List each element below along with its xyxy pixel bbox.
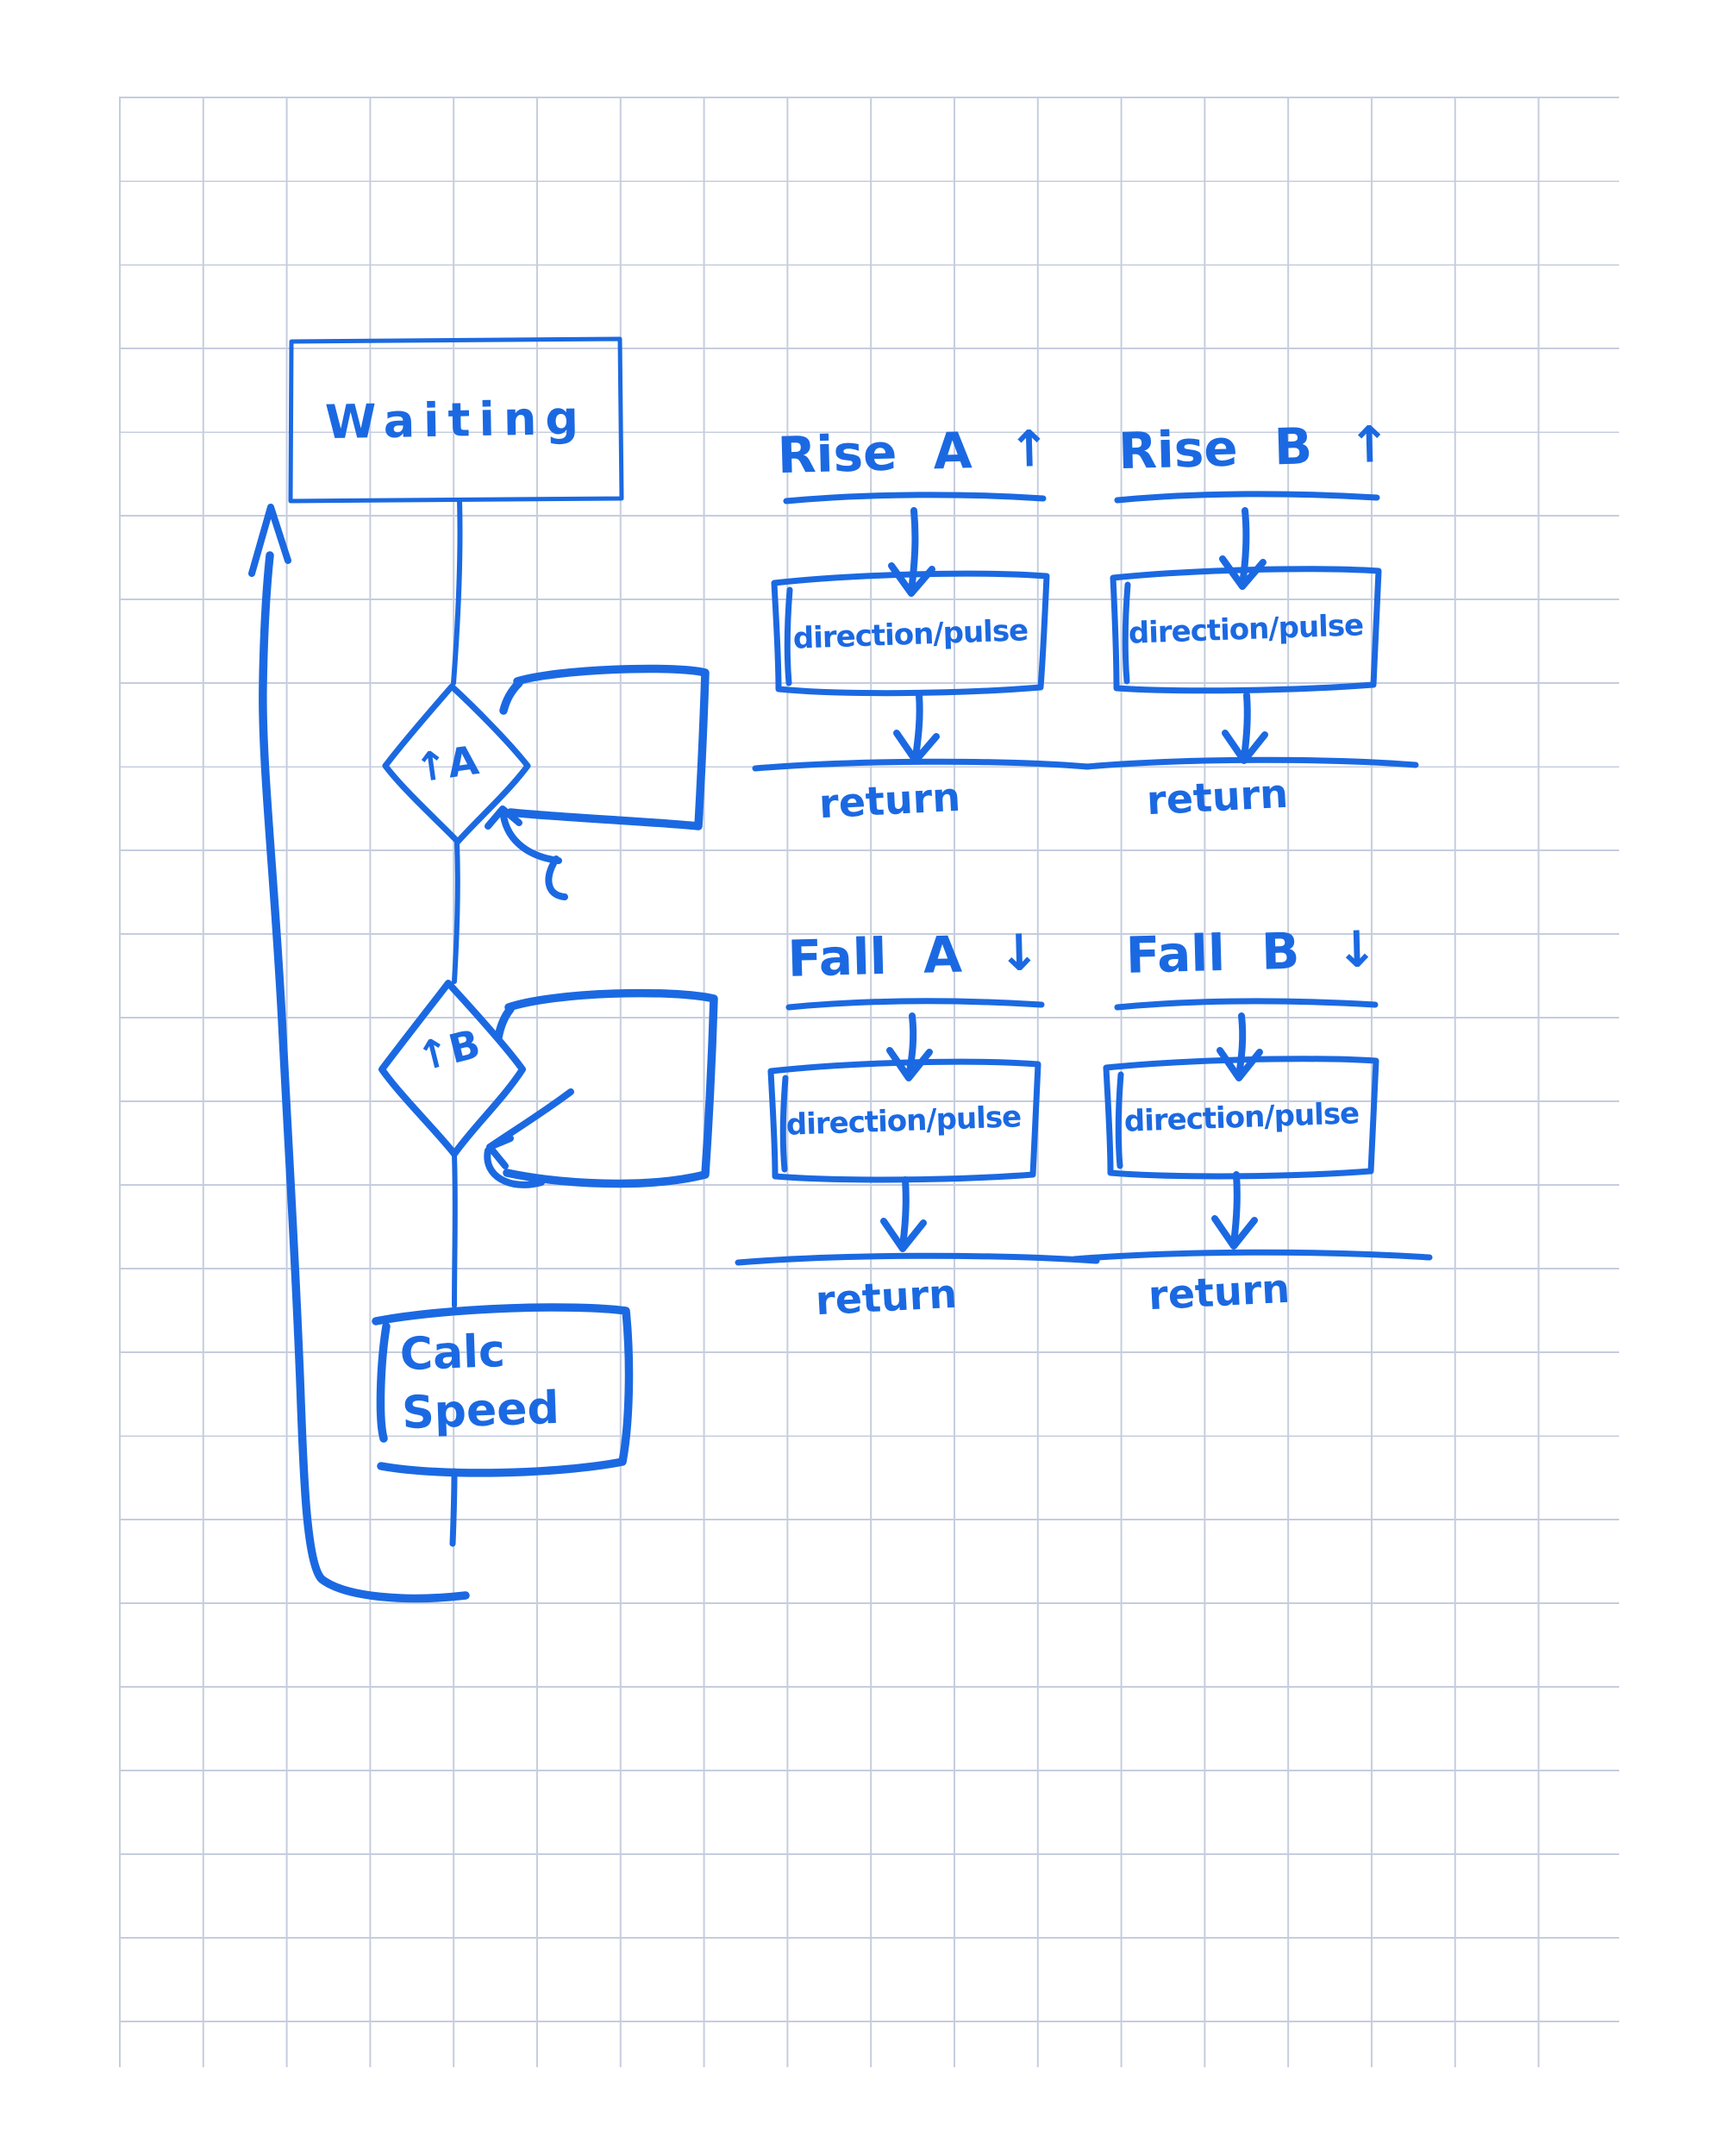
- rise-a-arrow-out: [893, 692, 940, 764]
- note-arrow-b: [484, 1088, 574, 1188]
- loop-back-arrowhead: [248, 504, 291, 577]
- handler-title-fall-a: Fall A ↓: [786, 923, 1041, 988]
- fall-a-title-underline: [785, 998, 1045, 1011]
- rise-a-title-underline: [783, 492, 1047, 505]
- fall-a-box-outline: [767, 1058, 1041, 1183]
- rise-a-return-line: [752, 758, 1091, 772]
- handler-title-rise-b: Rise B ↑: [1117, 414, 1392, 481]
- note-rect-a: [499, 664, 710, 830]
- rise-b-arrow-out: [1222, 692, 1268, 764]
- rise-b-title-underline: [1114, 491, 1380, 504]
- calc-box-outline: [372, 1303, 634, 1477]
- handler-title-fall-b: Fall B ↓: [1125, 919, 1379, 985]
- decision-a-label: ↑A: [411, 736, 482, 792]
- handler-rise-a-strokes: [752, 492, 1091, 772]
- main-loop-strokes: [248, 336, 718, 1603]
- rise-b-arrow-in: [1219, 507, 1267, 590]
- calc-stem: [449, 1468, 458, 1547]
- connector-waiting-to-decision-a: [451, 498, 463, 686]
- handler-return-label-rise-b: return: [1145, 769, 1290, 824]
- note-rect-b: [494, 988, 718, 1188]
- handler-rise-b-strokes: [1083, 491, 1419, 770]
- connector-decision-a-to-b: [452, 841, 460, 984]
- note-arrow-a: [485, 805, 568, 900]
- handler-fall-a-strokes: [735, 998, 1100, 1266]
- rise-b-box-inner-edge: [1122, 581, 1131, 685]
- rise-a-box-outline: [771, 570, 1050, 697]
- fall-a-return-line: [735, 1252, 1100, 1266]
- fall-b-title-underline: [1114, 998, 1379, 1011]
- handler-return-label-rise-a: return: [817, 773, 962, 828]
- calc-speed-line2: Speed: [401, 1382, 560, 1440]
- fall-b-return-line: [1071, 1249, 1433, 1263]
- loop-back-line: [259, 551, 470, 1603]
- calc-speed-line1: Calc: [398, 1325, 506, 1382]
- fall-b-box-inner-edge: [1115, 1071, 1124, 1169]
- fall-a-arrow-out: [880, 1176, 927, 1252]
- handler-return-label-fall-a: return: [814, 1269, 959, 1325]
- fall-a-arrow-in: [886, 1012, 933, 1081]
- fall-b-box-outline: [1103, 1056, 1379, 1180]
- rise-b-return-line: [1083, 756, 1419, 770]
- waiting-box-outline: [288, 336, 624, 504]
- fall-a-box-inner-edge: [779, 1075, 789, 1173]
- calc-speed-label: Calc Speed: [399, 1320, 560, 1443]
- rise-a-box-inner-edge: [784, 586, 793, 686]
- fall-b-arrow-out: [1211, 1171, 1258, 1250]
- rise-b-box-outline: [1110, 566, 1382, 694]
- grid-paper: [119, 97, 1619, 2067]
- waiting-node-label: Waiting: [324, 390, 588, 450]
- rise-a-arrow-in: [888, 507, 935, 597]
- handler-fall-b-strokes: [1071, 998, 1433, 1263]
- handler-title-rise-a: Rise A ↑: [777, 418, 1051, 486]
- handler-return-label-fall-b: return: [1147, 1264, 1292, 1319]
- connector-decision-b-to-calc: [452, 1153, 458, 1308]
- fall-b-arrow-in: [1217, 1012, 1263, 1081]
